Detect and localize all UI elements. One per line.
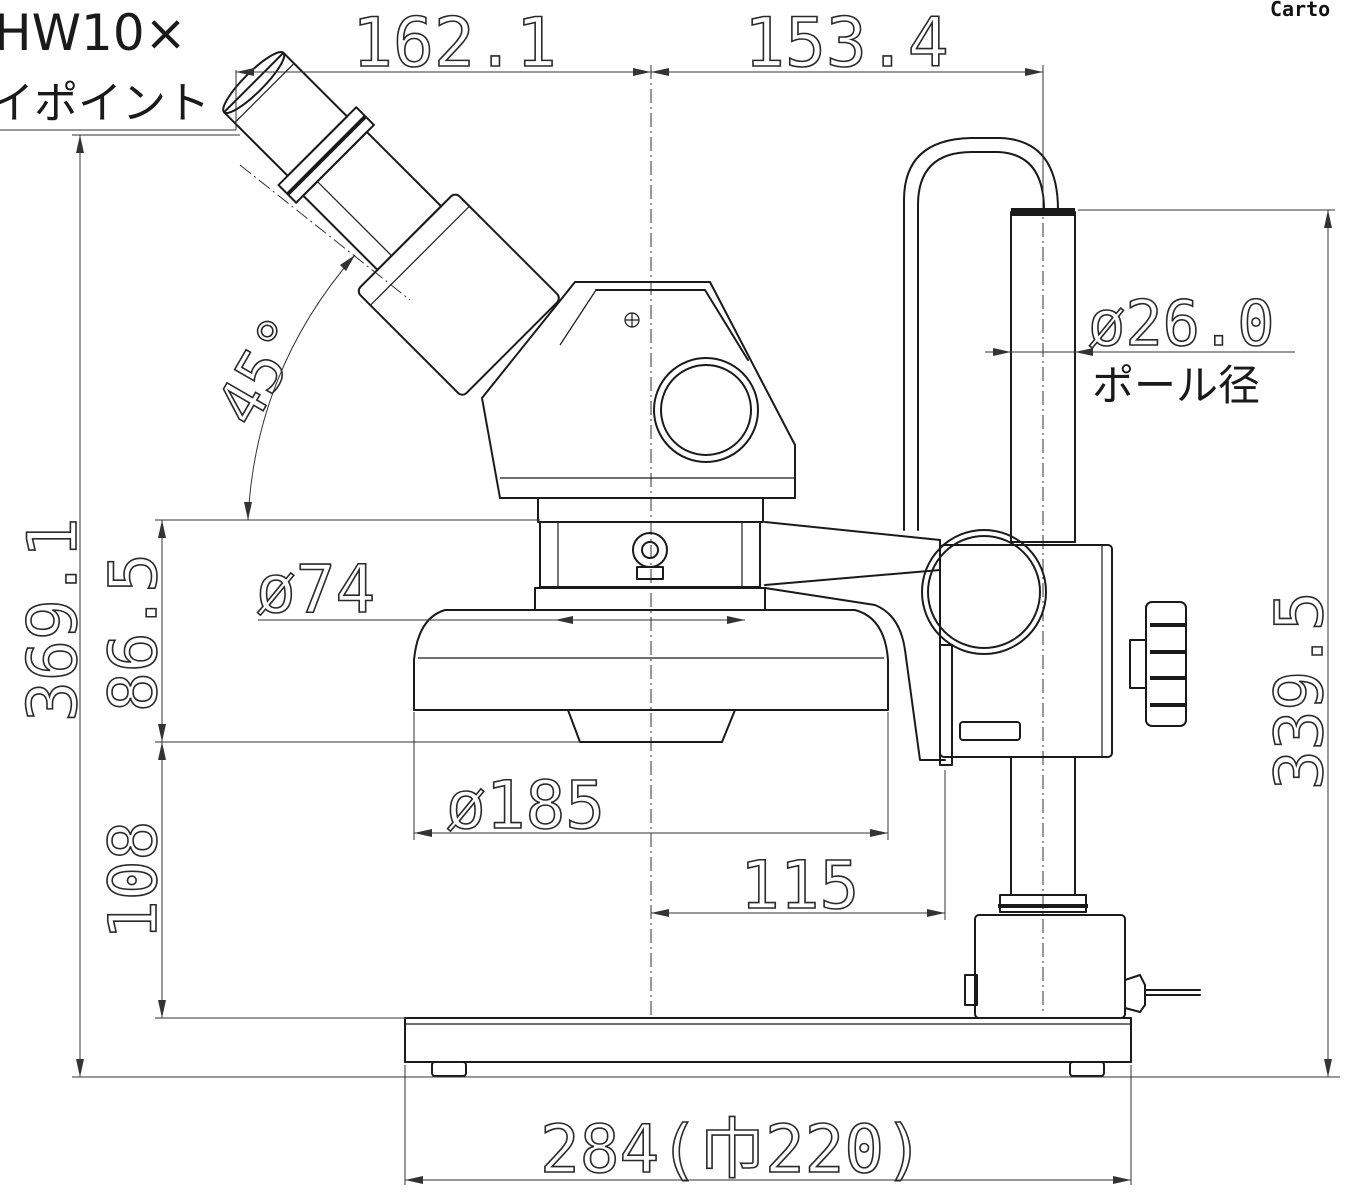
dim-head-height: 86.5 (95, 553, 172, 712)
arm (764, 521, 1187, 766)
dim-pole-height: 339.5 (1261, 591, 1338, 790)
dim-angle: 45° (202, 304, 321, 437)
base-plate (404, 1017, 1132, 1077)
dim-ring-diameter: ø74 (256, 551, 375, 628)
pole-diameter-label: ポール径 (1092, 361, 1260, 410)
pole (964, 208, 1201, 1019)
dim-pole-to-center: 115 (740, 847, 859, 924)
dim-total-height: 369.1 (14, 517, 93, 722)
eyepoint-note: イポイント (0, 78, 210, 129)
brand-label: Carto (1270, 0, 1330, 21)
eyepiece-note: HW10× (0, 4, 187, 62)
center-lines (239, 65, 1044, 1015)
cable (903, 137, 1059, 531)
dim-pole-diameter: ø26.0 (1088, 287, 1275, 360)
dim-light-diameter: ø185 (446, 767, 605, 844)
ring-light (413, 497, 889, 743)
dim-base-size: 284(巾220) (540, 1111, 924, 1188)
dim-eyepiece-offset: 162.1 (352, 4, 557, 83)
eyepiece-assembly (222, 50, 560, 396)
dim-working-height: 108 (95, 821, 172, 940)
head (481, 281, 796, 499)
dimension-lines (0, 65, 1340, 1185)
dim-pole-offset: 153.4 (744, 4, 949, 83)
